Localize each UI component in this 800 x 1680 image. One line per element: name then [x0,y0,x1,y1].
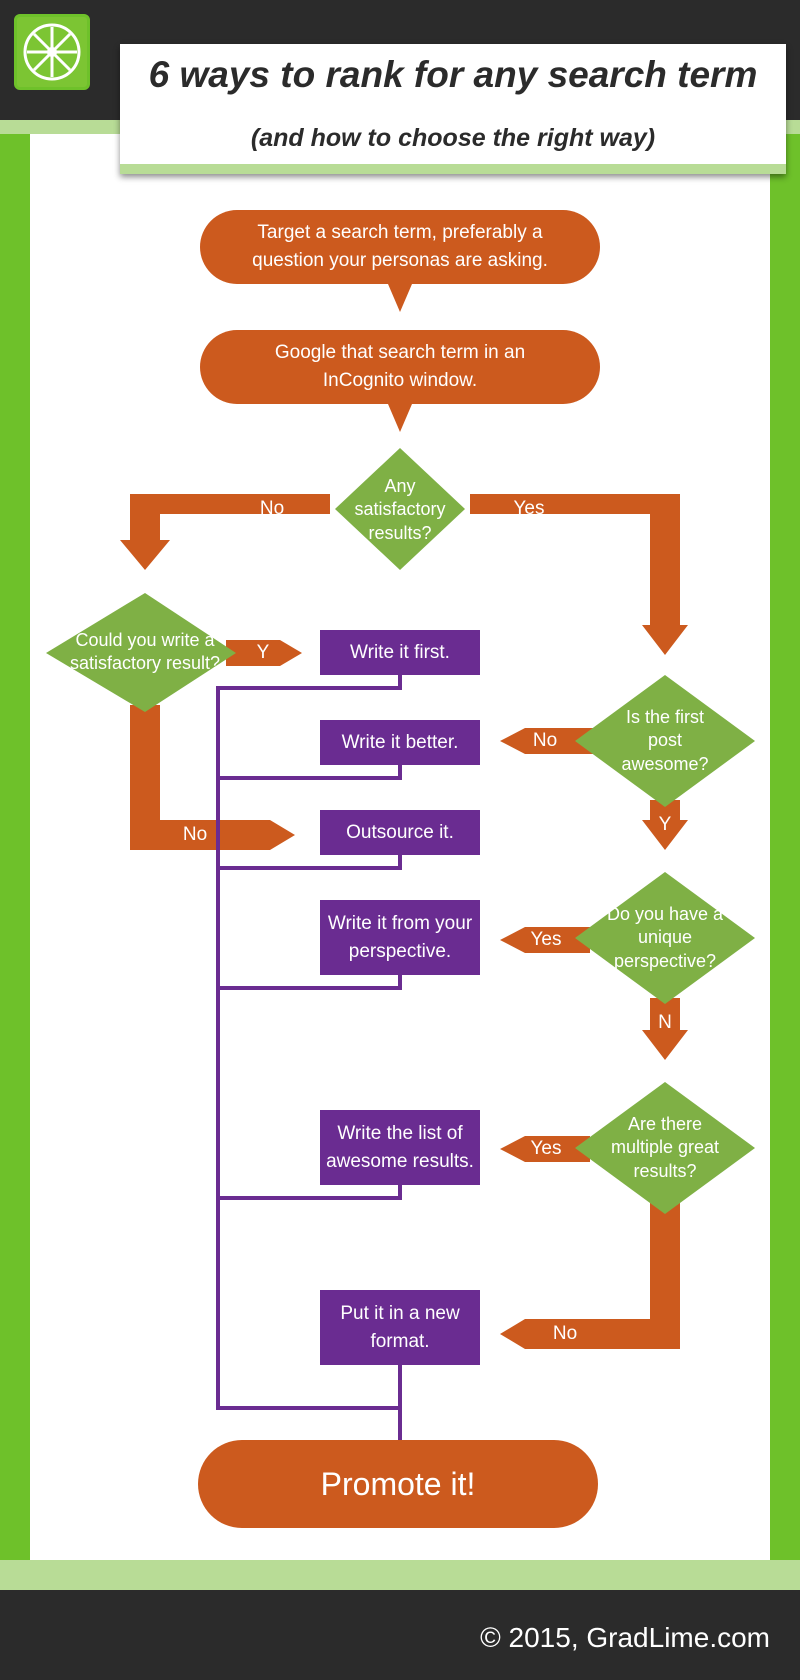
could-yes-arrow [226,640,302,666]
action-write-perspective [320,900,480,975]
target-step [200,210,600,284]
action-outsource-label: Outsource it. [346,821,454,843]
decision-multiple-great [575,1082,755,1214]
multiple-yes-arrow [500,1136,590,1162]
action-write-perspective-label: Write it from your perspective. [327,912,473,962]
decision-unique-perspective-label: Do you have a unique perspective? [606,903,724,971]
promote-step-label: Promote it! [320,1465,476,1502]
any-yes-arrow [470,494,688,655]
action-write-first [320,630,480,675]
start-terminals [198,210,600,1528]
action-write-better [320,720,480,765]
decision-any-satisfactory [335,448,465,570]
copyright-text: © 2015, GradLime.com [480,1622,770,1653]
multiple-yes-label: Yes [530,1138,562,1160]
promote-step [198,1440,598,1528]
unique-yes-arrow [500,927,590,953]
target-step-label: Target a search term, preferably a quest… [252,222,548,271]
action-write-better-label: Write it better. [341,731,459,753]
page-title: 6 ways to rank for any search term [148,54,758,95]
action-new-format-label: Put it in a new format. [340,1302,460,1352]
any-no-arrow [120,494,330,570]
could-yes-label: Y [256,642,270,664]
action-boxes [320,630,480,1365]
footer-band [0,1560,800,1590]
purple-connectors [216,675,402,1440]
could-no-label: No [182,824,208,846]
google-step [200,330,600,404]
flow-arrows [120,284,688,1349]
unique-no-label: N [658,1012,672,1034]
decision-first-post-awesome-label: Is the first post awesome? [621,706,709,774]
unique-no-arrow [642,998,688,1060]
footer-bar [0,1590,800,1680]
first-yes-label: Y [658,814,672,836]
decision-could-you-write-label: Could you write a satisfactory result? [69,629,221,673]
any-yes-label: Yes [513,498,545,520]
decision-any-satisfactory-label: Any satisfactory results? [354,475,446,543]
google-step-label: Google that search term in an InCognito … [274,342,526,391]
decision-diamonds [46,448,755,1214]
target-down-arrow [388,284,412,312]
action-outsource [320,810,480,855]
decision-unique-perspective [575,872,755,1004]
right-border [770,134,800,1560]
decision-could-you-write [46,593,236,712]
action-write-list [320,1110,480,1185]
title-card-underline [120,164,786,174]
action-write-first-label: Write it first. [350,641,450,663]
first-no-label: No [532,730,558,752]
action-new-format [320,1290,480,1365]
lime-slice-icon [14,14,90,90]
action-write-list-label: Write the list of awesome results. [326,1122,474,1172]
multiple-no-arrow [500,1200,680,1349]
any-no-label: No [259,498,285,520]
could-no-arrow [130,705,295,850]
decision-first-post-awesome [575,675,755,807]
decision-multiple-great-label: Are there multiple great results? [610,1113,720,1181]
google-down-arrow [388,404,412,432]
left-border [0,134,30,1560]
title-card [120,44,786,174]
first-no-arrow [500,728,600,754]
unique-yes-label: Yes [530,929,562,951]
multiple-no-label: No [552,1323,578,1345]
page-subtitle: (and how to choose the right way) [250,124,656,152]
first-yes-arrow [642,800,688,850]
